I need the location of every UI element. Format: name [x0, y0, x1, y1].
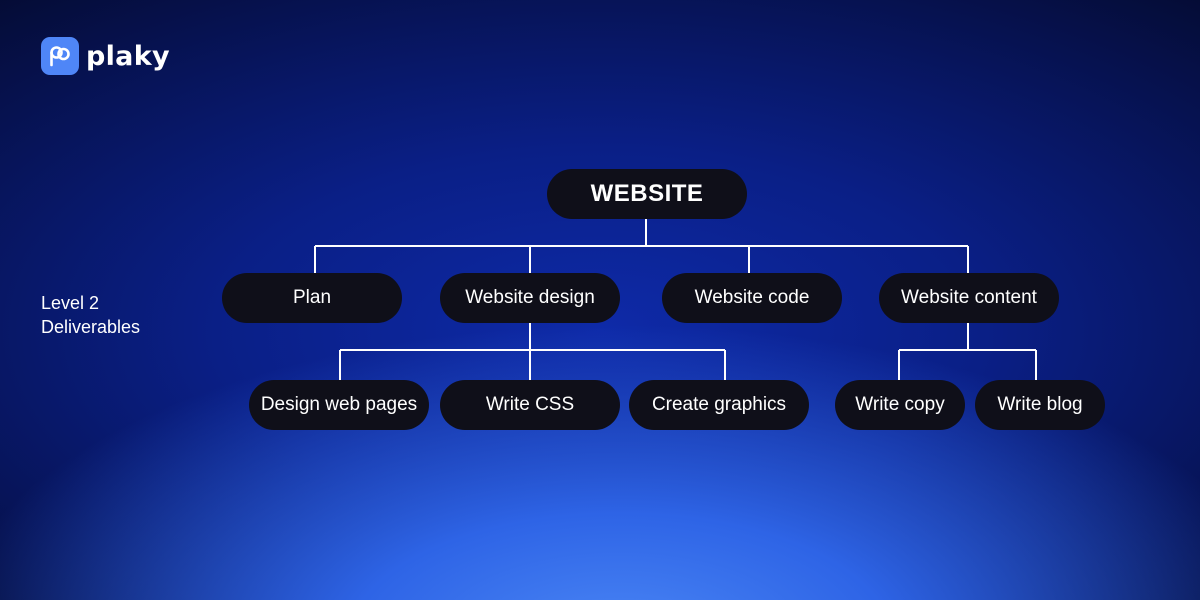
node-write-copy: Write copy — [835, 380, 965, 430]
brand-logo: plaky — [41, 37, 170, 75]
brand-name: plaky — [86, 40, 170, 72]
node-write-css: Write CSS — [440, 380, 620, 430]
deliverables-label: Deliverables — [41, 317, 141, 337]
node-website-code: Website code — [662, 273, 842, 323]
node-website-design: Website design — [440, 273, 620, 323]
node-website: WEBSITE — [547, 169, 747, 219]
node-create-graphics: Create graphics — [629, 380, 809, 430]
level-2-deliverables-label: Level 2 Deliverables — [41, 291, 201, 339]
node-plan: Plan — [222, 273, 402, 323]
node-design-web-pages: Design web pages — [249, 380, 429, 430]
node-website-content: Website content — [879, 273, 1059, 323]
level-label: Level 2 — [41, 293, 100, 313]
node-write-blog: Write blog — [975, 380, 1105, 430]
plaky-logo-icon — [41, 37, 79, 75]
